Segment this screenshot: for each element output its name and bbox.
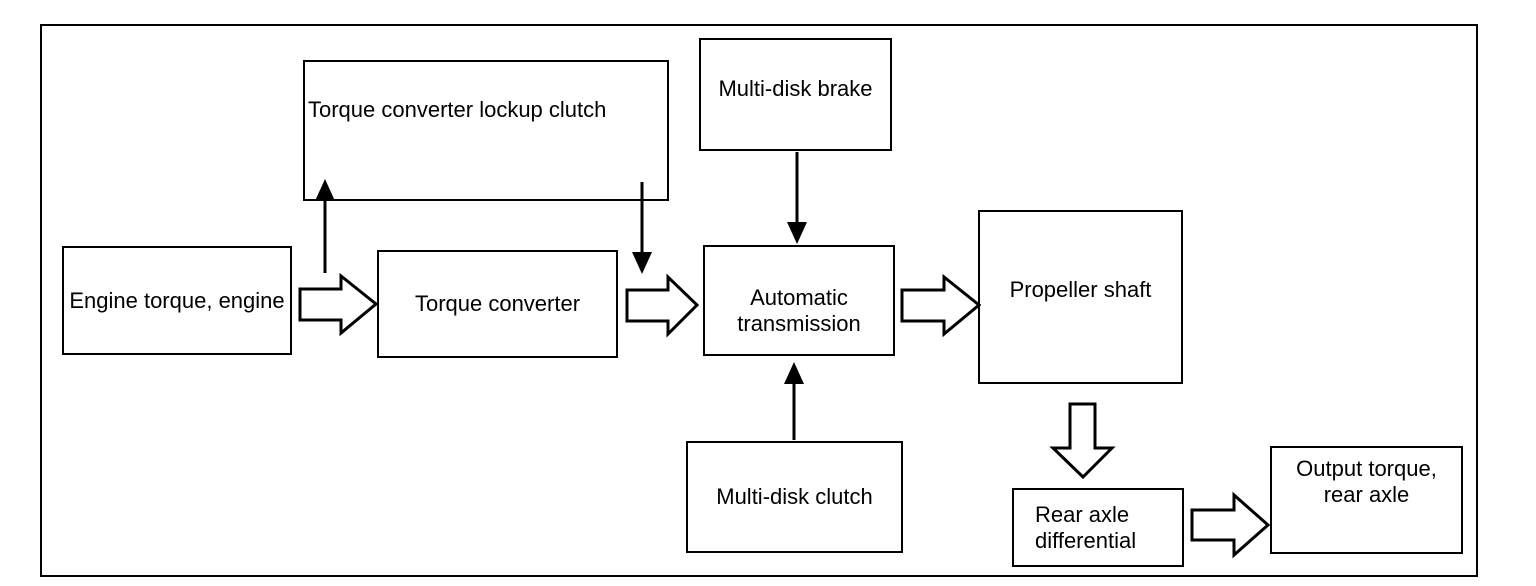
rear-axle-diff-label-line1: Rear axle xyxy=(1035,501,1130,527)
node-propeller-shaft: Propeller shaft xyxy=(978,210,1183,384)
node-torque-converter-lockup-clutch: Torque converter lockup clutch xyxy=(303,60,669,201)
node-automatic-transmission-label: Automatic transmission xyxy=(737,285,860,337)
output-label-line2: rear axle xyxy=(1323,482,1410,507)
node-multi-disk-brake-label: Multi-disk brake xyxy=(718,75,873,101)
transmission-label-line1: Automatic xyxy=(750,284,848,310)
node-multi-disk-brake: Multi-disk brake xyxy=(699,38,892,151)
node-automatic-transmission: Automatic transmission xyxy=(703,245,895,356)
rear-axle-diff-label-line2: differential xyxy=(1035,527,1137,553)
node-output-torque-label: Output torque, rear axle xyxy=(1296,456,1437,508)
node-propeller-shaft-label: Propeller shaft xyxy=(1009,277,1152,302)
node-output-torque: Output torque, rear axle xyxy=(1270,446,1463,554)
node-multi-disk-clutch-label: Multi-disk clutch xyxy=(716,484,873,509)
node-multi-disk-clutch: Multi-disk clutch xyxy=(686,441,903,553)
node-torque-converter-label: Torque converter xyxy=(414,291,581,316)
node-torque-converter: Torque converter xyxy=(377,250,618,358)
transmission-label-line2: transmission xyxy=(737,310,861,336)
node-engine-torque-label: Engine torque, engine xyxy=(69,287,285,313)
node-rear-axle-differential: Rear axle differential xyxy=(1012,488,1184,567)
output-label-line1: Output torque, xyxy=(1296,456,1437,481)
node-rear-axle-differential-label: Rear axle differential xyxy=(1035,502,1136,554)
node-engine-torque: Engine torque, engine xyxy=(62,246,292,355)
node-torque-converter-lockup-clutch-label: Torque converter lockup clutch xyxy=(308,97,607,122)
